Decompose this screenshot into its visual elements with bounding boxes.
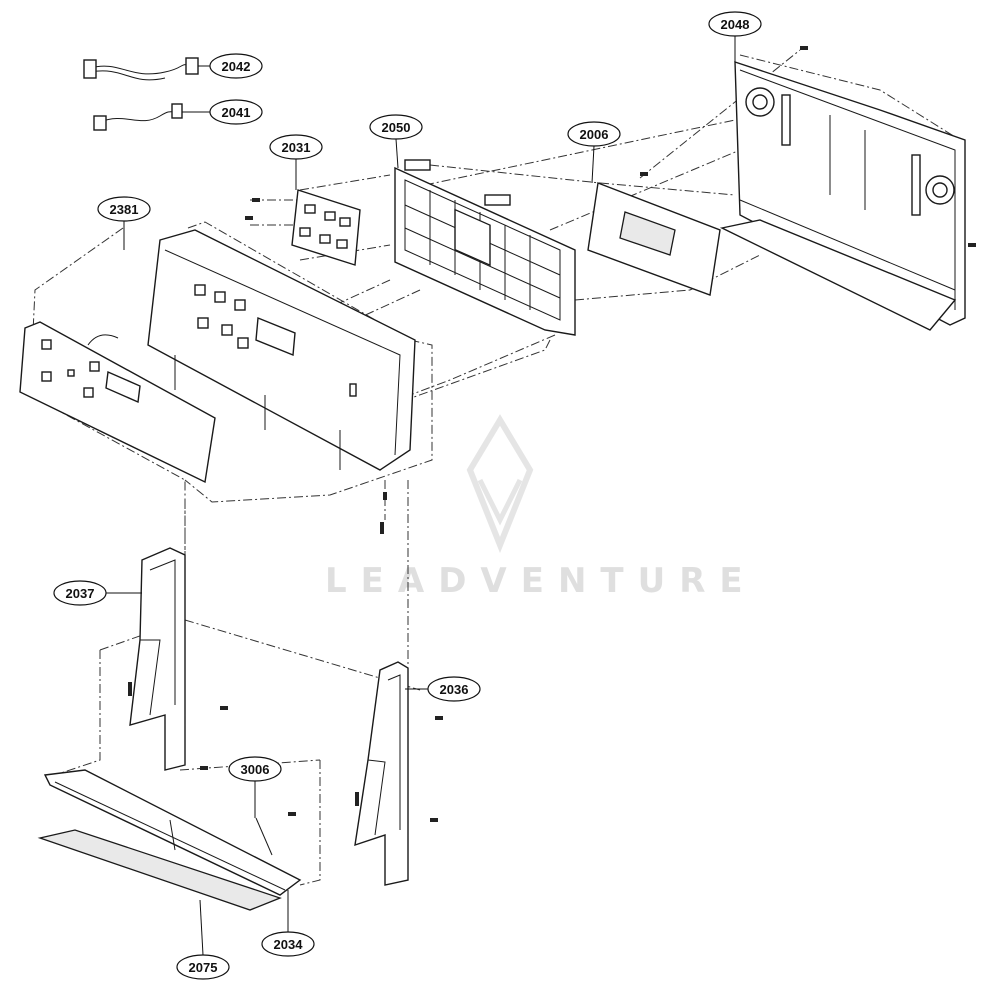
callout-2381: 2381 bbox=[97, 196, 151, 222]
leader-lines bbox=[106, 36, 736, 956]
bottom-trim-2034 bbox=[43, 769, 302, 896]
side-bracket-2037 bbox=[128, 547, 228, 771]
control-panel-2381 bbox=[147, 229, 416, 471]
wire-harness-2041 bbox=[93, 103, 183, 131]
screws bbox=[245, 46, 976, 534]
frame-2050 bbox=[394, 159, 576, 336]
callout-label: 2075 bbox=[189, 960, 218, 975]
callout-2050: 2050 bbox=[369, 114, 423, 140]
side-bracket-2036 bbox=[354, 661, 443, 886]
callout-2031: 2031 bbox=[269, 134, 323, 160]
callout-label: 2006 bbox=[580, 127, 609, 142]
spring-3006 bbox=[255, 812, 296, 856]
callout-label: 3006 bbox=[241, 762, 270, 777]
callout-2036: 2036 bbox=[427, 676, 481, 702]
overlay-panel bbox=[19, 321, 216, 484]
callout-label: 2034 bbox=[274, 937, 304, 952]
back-panel-2048 bbox=[719, 61, 966, 331]
callout-label: 2048 bbox=[721, 17, 750, 32]
callout-label: 2036 bbox=[440, 682, 469, 697]
key-board-2031 bbox=[291, 189, 361, 266]
callout-label: 2031 bbox=[282, 140, 311, 155]
callout-2034: 2034 bbox=[261, 931, 315, 957]
callout-2006: 2006 bbox=[567, 121, 621, 147]
callout-label: 2381 bbox=[110, 202, 139, 217]
watermark-text: LEADVENTURE bbox=[325, 561, 757, 601]
callout-label: 2037 bbox=[66, 586, 95, 601]
watermark: LEADVENTURE bbox=[325, 414, 757, 601]
callout-label: 2050 bbox=[382, 120, 411, 135]
callout-3006: 3006 bbox=[228, 756, 282, 782]
callout-2042: 2042 bbox=[209, 53, 263, 79]
callout-2075: 2075 bbox=[176, 954, 230, 980]
callout-label: 2041 bbox=[222, 105, 251, 120]
callout-2037: 2037 bbox=[53, 580, 107, 606]
bottom-strip-2075 bbox=[37, 829, 282, 911]
wire-harness-2042 bbox=[83, 57, 199, 81]
callout-2048: 2048 bbox=[708, 11, 762, 37]
callout-2041: 2041 bbox=[209, 99, 263, 125]
callout-label: 2042 bbox=[222, 59, 251, 74]
display-board-2006 bbox=[587, 172, 721, 296]
